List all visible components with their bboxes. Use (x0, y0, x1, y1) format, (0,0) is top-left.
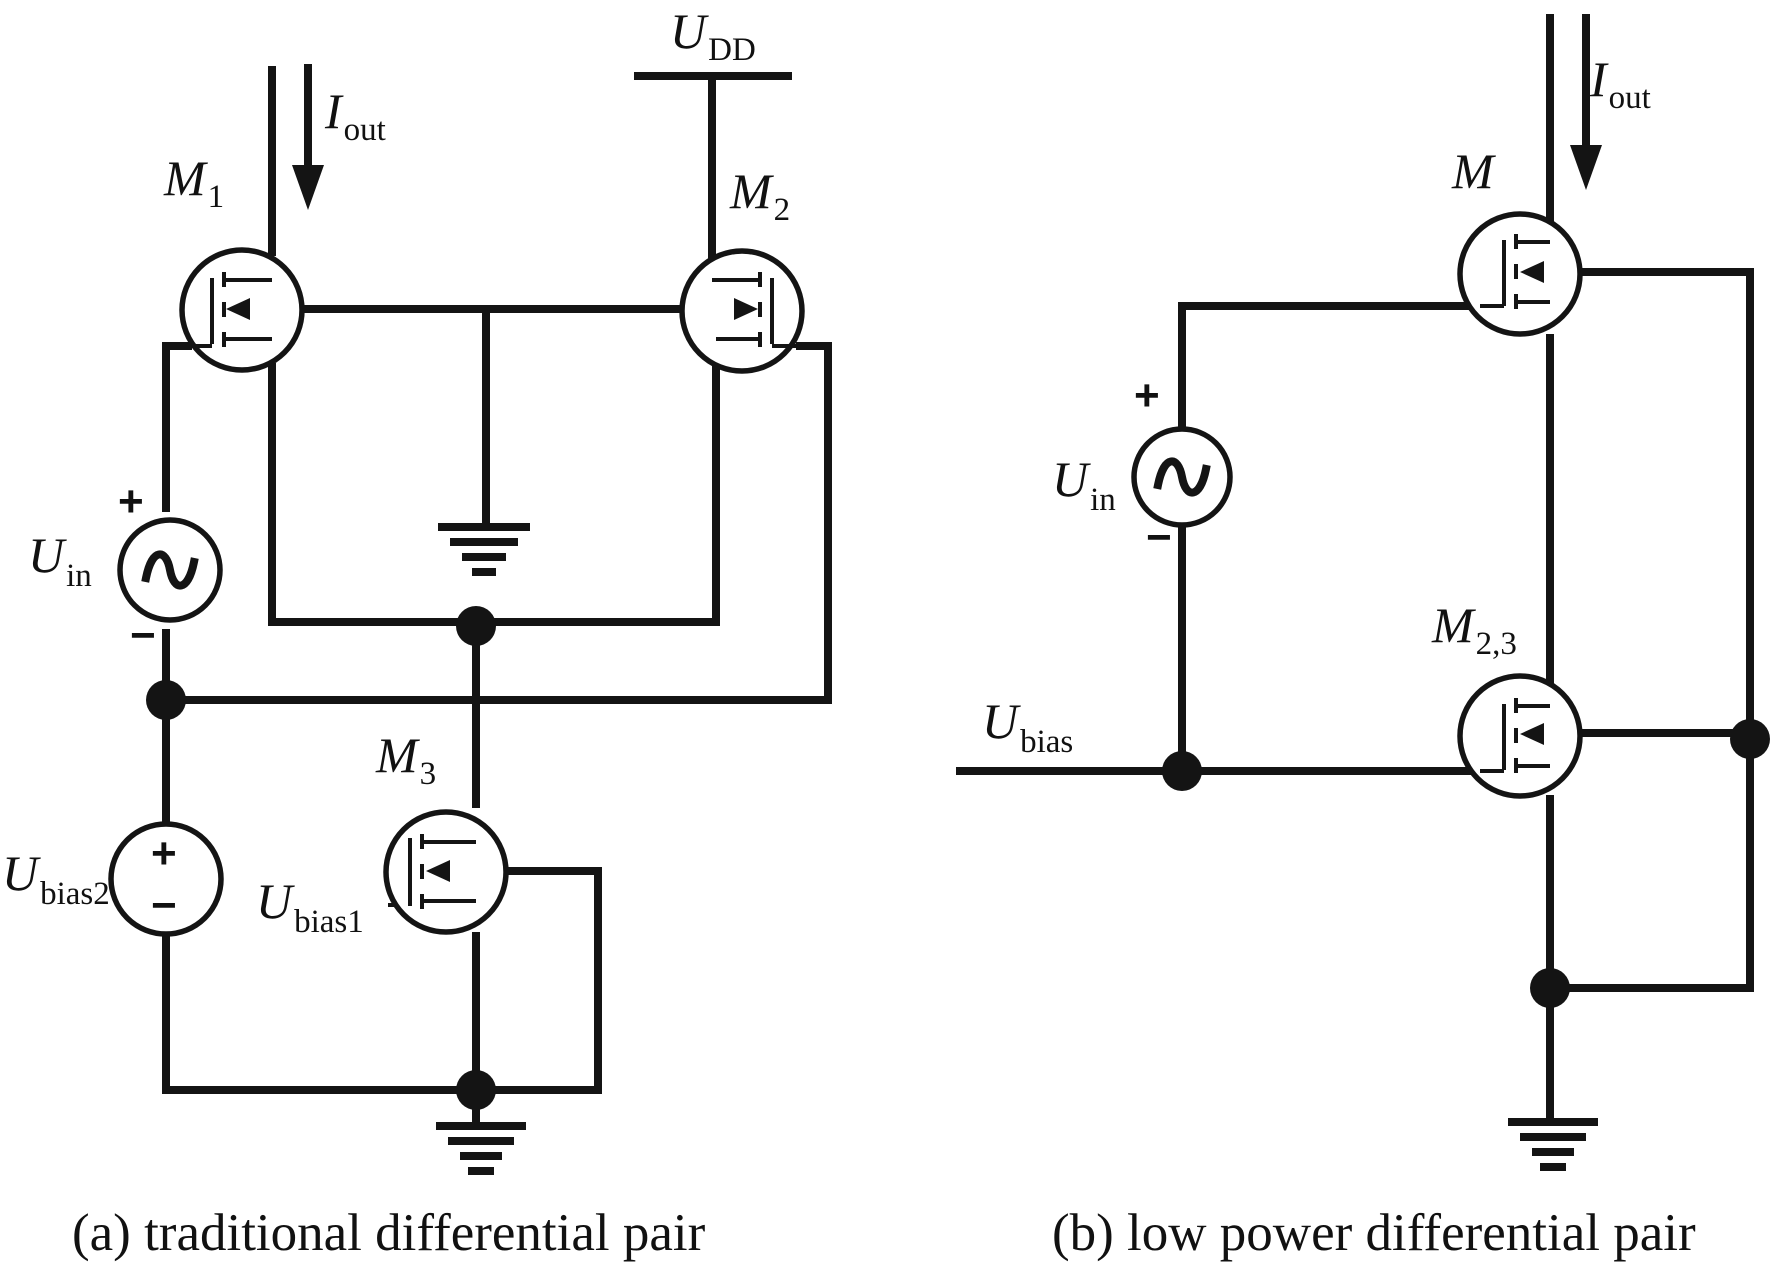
label-ubias2: Ubias2 (2, 845, 110, 912)
panel-b-node-bottom (1530, 968, 1570, 1008)
label-udd: UDD (670, 3, 756, 68)
label-m2: M2 (729, 163, 790, 228)
panel-b-node-right (1730, 719, 1770, 759)
transistor-m23 (1457, 673, 1583, 799)
ubias2-minus-sign: − (151, 881, 177, 930)
panel-a-ground-bottom (436, 1122, 526, 1175)
panel-a-node-bottom (456, 1070, 496, 1110)
transistor-m3 (383, 809, 509, 935)
transistor-m1 (179, 247, 305, 373)
panel-a-wires (162, 66, 832, 1130)
panel-a-dc-source (108, 821, 224, 937)
label-m: M (1451, 143, 1496, 199)
panel-b-circuit: + − Iout M M2,3 Uin Ubias (b) low power … (956, 14, 1770, 1262)
label-b-uin: Uin (1052, 451, 1116, 518)
panel-a-ac-source (117, 517, 223, 623)
label-m3: M3 (375, 727, 436, 792)
ubias2-plus-sign: + (151, 829, 177, 878)
transistor-m (1457, 211, 1583, 337)
transistor-m2 (679, 248, 805, 374)
panel-a-circuit: + − + − Iout UDD M1 M2 M3 Uin Ubias2 Ubi… (2, 3, 832, 1262)
panel-a-current-arrow (292, 64, 324, 210)
label-a-uin: Uin (28, 527, 92, 594)
b-uin-plus-sign: + (1134, 371, 1160, 420)
uin-plus-sign: + (118, 477, 144, 526)
label-ubias: Ubias (982, 693, 1073, 760)
label-ubias1: Ubias1 (256, 873, 364, 940)
label-m1: M1 (163, 150, 224, 215)
panel-b-current-arrow (1570, 14, 1602, 190)
caption-b: (b) low power differential pair (1052, 1204, 1696, 1262)
panel-b-node-bias (1162, 751, 1202, 791)
panel-b-ac-source (1131, 426, 1233, 528)
uin-minus-sign: − (130, 611, 156, 660)
label-m23: M2,3 (1431, 597, 1517, 662)
label-a-iout: Iout (324, 83, 386, 148)
panel-b-wires (956, 14, 1754, 1126)
b-uin-minus-sign: − (1146, 513, 1172, 562)
panel-b-ground (1508, 1118, 1598, 1171)
panel-a-ground-top (438, 523, 530, 576)
panel-a-node-left (146, 680, 186, 720)
caption-a: (a) traditional differential pair (72, 1204, 706, 1262)
label-b-iout: Iout (1589, 51, 1651, 116)
panel-a-node-drain (456, 606, 496, 646)
